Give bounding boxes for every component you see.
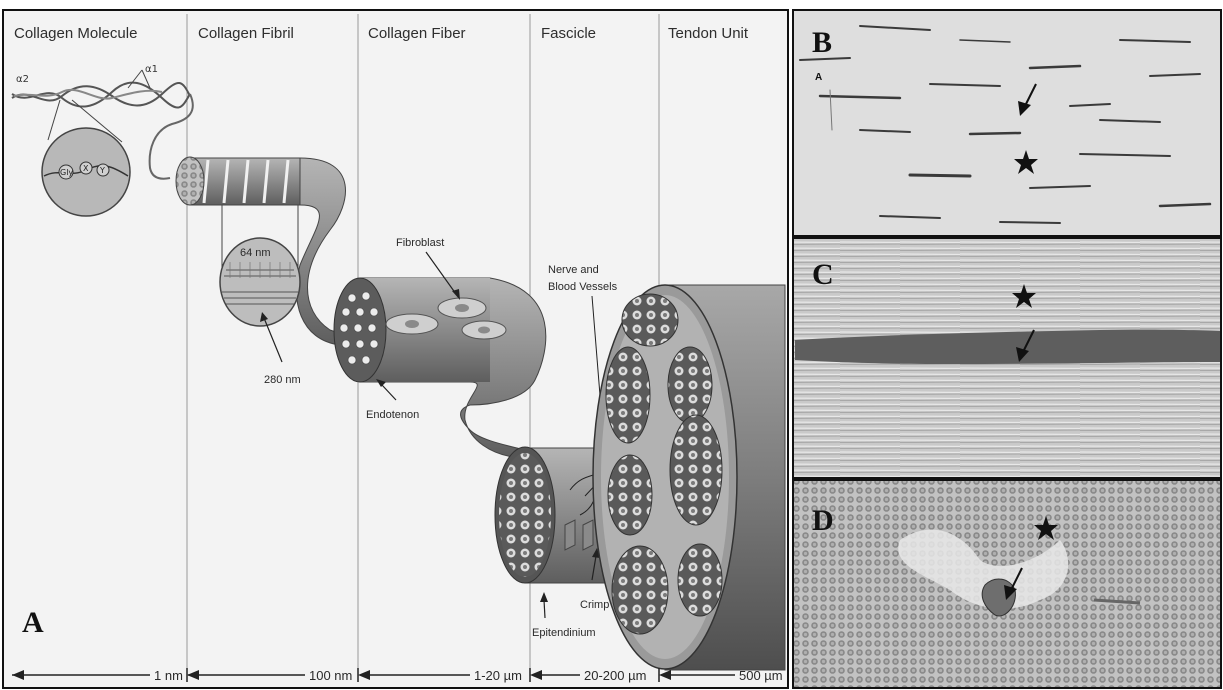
header-tendon-unit: Tendon Unit xyxy=(668,25,749,42)
nerve-label-line1: Nerve and xyxy=(548,264,599,276)
scale-20-200um: 20-200 µm xyxy=(584,668,646,683)
gly-label: Gly xyxy=(60,168,73,177)
header-collagen-fibril: Collagen Fibril xyxy=(198,25,294,42)
panel-c-letter: C xyxy=(812,258,834,291)
tendon-unit xyxy=(593,285,785,670)
panel-b-letter: B xyxy=(812,26,832,59)
d-period-label: 64 nm xyxy=(240,247,271,259)
header-collagen-molecule: Collagen Molecule xyxy=(14,25,137,42)
alpha1-label: α1 xyxy=(145,64,158,75)
panel-b-inset-letter: A xyxy=(815,72,822,83)
scale-500um: 500 µm xyxy=(739,668,783,683)
panel-b-frame xyxy=(793,10,1221,236)
alpha2-label: α2 xyxy=(16,74,29,85)
nerve-label-line2: Blood Vessels xyxy=(548,281,618,293)
endotenon-label: Endotenon xyxy=(366,409,419,421)
y-label: Y xyxy=(99,166,105,175)
scale-1-20um: 1-20 µm xyxy=(474,668,522,683)
panel-c: C xyxy=(793,238,1221,478)
header-fascicle: Fascicle xyxy=(541,25,596,42)
panel-a-letter: A xyxy=(22,606,44,639)
scale-1nm: 1 nm xyxy=(154,668,183,683)
scale-100nm: 100 nm xyxy=(309,668,352,683)
header-collagen-fiber: Collagen Fiber xyxy=(368,25,466,42)
panel-d-letter: D xyxy=(812,504,834,537)
fibroblast-label: Fibroblast xyxy=(396,237,444,249)
x-label: X xyxy=(83,164,89,173)
crimp-label: Crimp xyxy=(580,599,609,611)
epitendinium-label: Epitendinium xyxy=(532,627,596,639)
panel-b: A B xyxy=(793,10,1221,236)
panel-d: D xyxy=(793,480,1221,688)
fibril-diameter-label: 280 nm xyxy=(264,374,301,386)
panel-a: Collagen Molecule Collagen Fibril Collag… xyxy=(3,10,788,688)
